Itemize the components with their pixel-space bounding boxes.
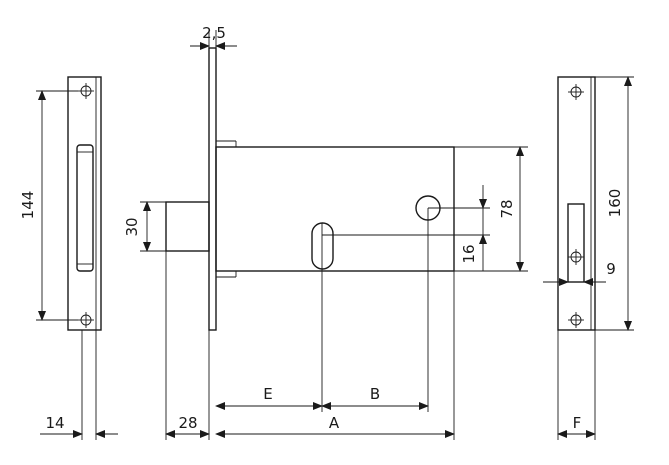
dimension-label: 144: [19, 191, 37, 220]
dimension-9: 9: [543, 260, 616, 286]
dimension-14: 14: [40, 414, 118, 438]
dimension-f: F: [557, 414, 596, 438]
dimension-a: A: [215, 414, 455, 438]
dimension-label: 78: [498, 199, 516, 218]
dimension-label: F: [573, 414, 582, 432]
keyhole-icon: [311, 222, 334, 270]
dimension-label: 160: [606, 189, 624, 218]
dimension-label: B: [370, 385, 380, 403]
dimension-label: 14: [45, 414, 64, 432]
dimension-30: 30: [123, 201, 166, 252]
latch-bolt: [165, 201, 210, 252]
dimension-label: 9: [606, 260, 616, 278]
dimension-label: A: [329, 414, 340, 432]
dimension-2-5: 2,5: [190, 24, 237, 50]
dimension-b: B: [321, 385, 429, 410]
strike-opening: [567, 203, 585, 283]
left-strike-plate: [67, 76, 102, 440]
right-strike-plate: [557, 76, 634, 440]
dimension-label: E: [263, 385, 272, 403]
dimension-78: 78: [498, 146, 524, 272]
dimension-160: 160: [606, 76, 632, 331]
dimension-label: 16: [460, 244, 478, 263]
lock-body: [165, 30, 528, 440]
dimension-label: 28: [178, 414, 197, 432]
dimension-144: 144: [19, 90, 78, 321]
dimension-16: 16: [460, 185, 487, 271]
dimension-label: 2,5: [202, 24, 226, 42]
dimension-e: E: [215, 385, 323, 410]
dimension-label: 30: [123, 217, 141, 236]
dimension-28: 28: [165, 414, 210, 438]
